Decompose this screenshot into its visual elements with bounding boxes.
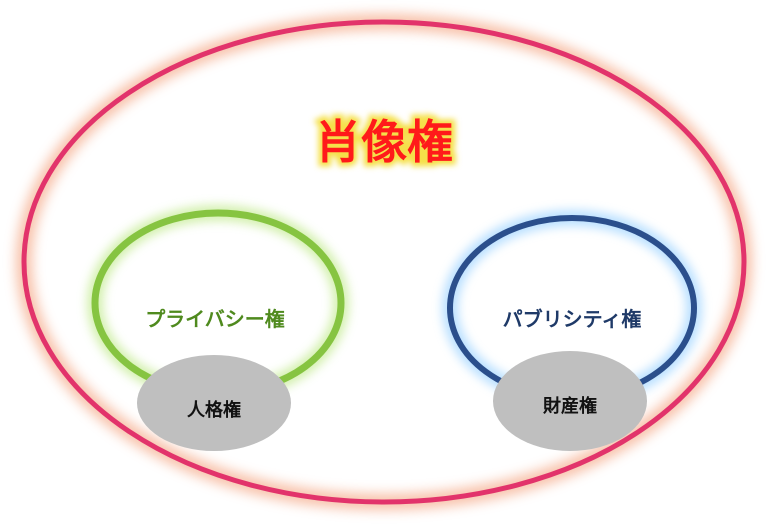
personality-right-label: 人格権 bbox=[187, 399, 241, 421]
property-right-label: 財産権 bbox=[543, 395, 597, 417]
publicity-right-label: パブリシティ権 bbox=[503, 307, 642, 331]
personality-right-ellipse bbox=[137, 355, 291, 451]
property-right-ellipse bbox=[493, 351, 647, 451]
portrait-rights-ellipse bbox=[16, 14, 752, 510]
portrait-rights-title: 肖像権 bbox=[315, 115, 453, 169]
privacy-right-label: プライバシー権 bbox=[145, 307, 285, 331]
portrait-rights-title-glow: 肖像権 bbox=[315, 115, 453, 169]
